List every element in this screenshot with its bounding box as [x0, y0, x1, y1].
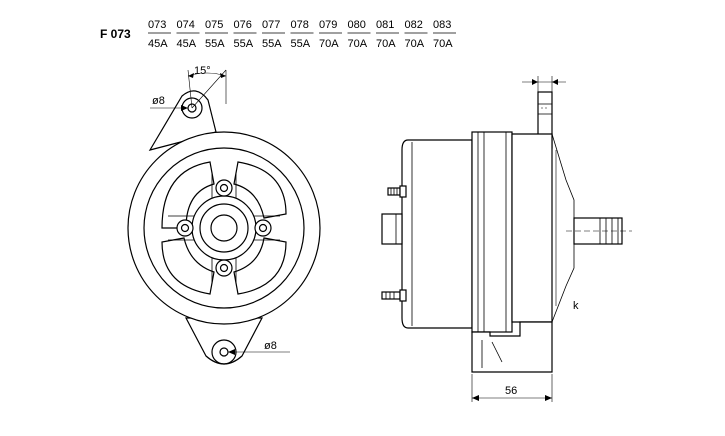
stud-thread: [390, 188, 398, 195]
fan-window: [161, 237, 215, 295]
arrowhead: [188, 73, 194, 78]
model-code: 073: [148, 19, 166, 31]
model-amperage: 55A: [234, 38, 254, 50]
bottom-mounting-ear: [185, 317, 263, 365]
rear-connector: [381, 213, 403, 245]
bolt-boss-left: [176, 219, 194, 237]
spoke-edges: [168, 172, 280, 284]
lug-width-dimension: [522, 76, 566, 92]
model-code: 079: [319, 19, 337, 31]
model-amperage: 70A: [348, 38, 368, 50]
stator-ridges: [477, 132, 507, 332]
bottom-mounting-foot: [471, 321, 553, 373]
stud-nut: [399, 289, 407, 302]
model-amperage: 70A: [433, 38, 453, 50]
bottom-hole-label: ø8: [264, 340, 277, 352]
bolt-hole: [219, 263, 229, 273]
model-amperage: 55A: [291, 38, 311, 50]
bolt-hole: [258, 223, 268, 233]
stud-nut: [399, 185, 407, 198]
arrowhead: [532, 79, 538, 85]
fan-window: [161, 161, 215, 229]
stud-thread: [385, 292, 395, 299]
arrowhead: [228, 349, 235, 355]
arrowhead: [181, 105, 188, 111]
top-hole-label: ø8: [152, 95, 165, 107]
arrowhead: [220, 73, 226, 78]
model-code: 080: [348, 19, 366, 31]
terminal-label: k: [573, 300, 579, 312]
side-view: k 56: [381, 76, 632, 402]
model-amperage: 70A: [405, 38, 425, 50]
model-code: 075: [205, 19, 223, 31]
model-table: F 073 073 45A 074 45A 075 55A 076 55A 077 55A 078 5…: [100, 19, 456, 50]
rear-housing: [401, 139, 473, 329]
length-label: 56: [505, 385, 517, 397]
bolt-boss-right: [254, 219, 272, 237]
model-amperage: 45A: [148, 38, 168, 50]
front-bell: [551, 133, 575, 323]
front-view: 15° ø8 ø8: [127, 65, 321, 365]
model-amperage: 45A: [177, 38, 197, 50]
model-amperage: 70A: [319, 38, 339, 50]
model-code: 074: [177, 19, 195, 31]
model-code: 076: [234, 19, 252, 31]
model-amperage: 55A: [262, 38, 282, 50]
arrowhead: [545, 395, 552, 401]
shaft-bore: [210, 214, 238, 242]
stator-band: [471, 131, 513, 333]
arrowhead: [472, 395, 479, 401]
model-code: 077: [262, 19, 280, 31]
angle-extension-lines: [187, 69, 227, 109]
fan-window: [233, 237, 287, 295]
model-code: 082: [405, 19, 423, 31]
bolt-boss-top: [215, 179, 233, 197]
hub-ring: [199, 203, 249, 253]
lug-detail: [538, 103, 552, 115]
bolt-hole: [180, 223, 190, 233]
front-housing: [511, 133, 553, 323]
bolt-hole: [219, 183, 229, 193]
bolt-boss-bottom: [215, 259, 233, 277]
pulley-inner-rim: [143, 147, 305, 309]
fan-window: [233, 161, 287, 219]
length-dimension: [471, 374, 553, 402]
hub-outer: [191, 195, 257, 261]
model-code: 081: [376, 19, 394, 31]
foot-detail: [481, 340, 503, 368]
model-amperage: 55A: [205, 38, 225, 50]
terminal-stud-bottom: [381, 291, 401, 300]
series-title: F 073: [100, 27, 131, 41]
arrowhead: [552, 79, 558, 85]
model-code: 078: [291, 19, 309, 31]
model-columns: 073 45A 074 45A 075 55A 076 55A 077 55A 078 55A 079 7…: [148, 19, 456, 50]
model-code: 083: [433, 19, 451, 31]
angle-label: 15°: [194, 65, 211, 77]
model-amperage: 70A: [376, 38, 396, 50]
